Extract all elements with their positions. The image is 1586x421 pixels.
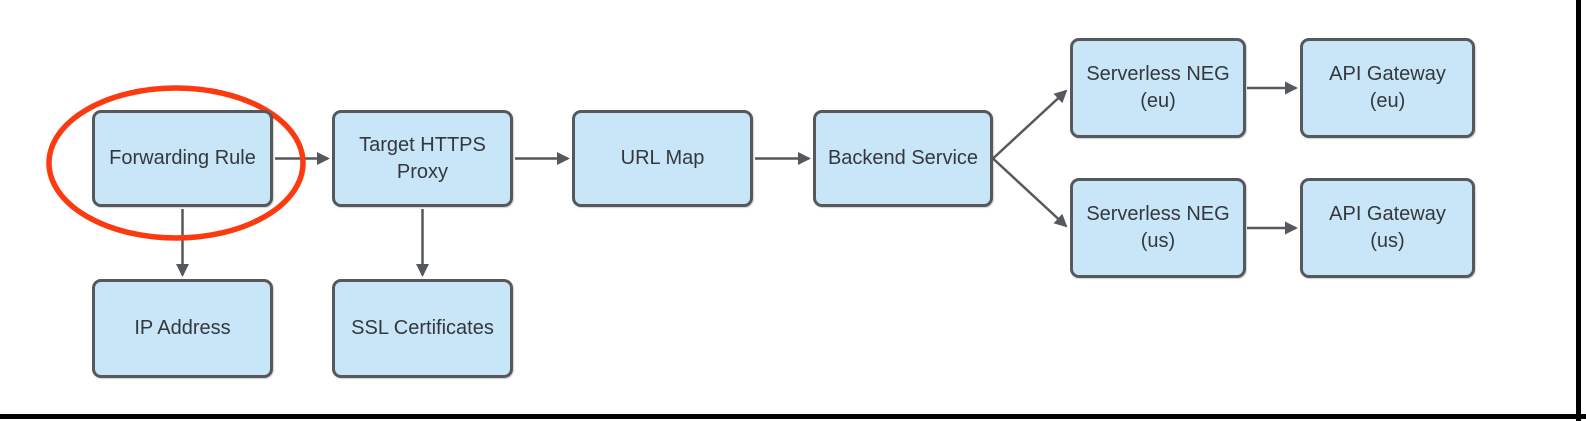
node-label: Serverless NEG (us): [1086, 203, 1230, 252]
node-label: API Gateway (eu): [1329, 63, 1446, 112]
frame-bottom-line: [0, 414, 1586, 419]
node-label: Target HTTPS Proxy: [359, 133, 486, 183]
node-label: IP Address: [134, 317, 231, 339]
frame-right-line: [1576, 0, 1581, 421]
node-label: SSL Certificates: [351, 317, 494, 339]
node-url-map: URL Map: [572, 110, 753, 207]
node-forwarding-rule: Forwarding Rule: [92, 110, 273, 207]
node-serverless-neg-eu: Serverless NEG (eu): [1070, 38, 1246, 138]
connector-backend-service-to-serverless-neg-eu: [992, 89, 1068, 160]
connector-backend-service-to-serverless-neg-us: [992, 157, 1068, 228]
node-label: URL Map: [620, 147, 705, 169]
node-ip-address: IP Address: [92, 279, 273, 378]
node-ssl-certificates: SSL Certificates: [332, 279, 513, 378]
node-label: Backend Service: [827, 147, 979, 169]
node-api-gateway-us: API Gateway (us): [1300, 178, 1475, 278]
node-target-https-proxy: Target HTTPS Proxy: [332, 110, 513, 207]
node-api-gateway-eu: API Gateway (eu): [1300, 38, 1475, 138]
node-label: Serverless NEG (eu): [1086, 63, 1230, 112]
node-backend-service: Backend Service: [813, 110, 993, 207]
node-serverless-neg-us: Serverless NEG (us): [1070, 178, 1246, 278]
highlight-ellipse: [46, 85, 306, 241]
node-label: Forwarding Rule: [109, 147, 256, 169]
node-label: API Gateway (us): [1329, 203, 1446, 252]
